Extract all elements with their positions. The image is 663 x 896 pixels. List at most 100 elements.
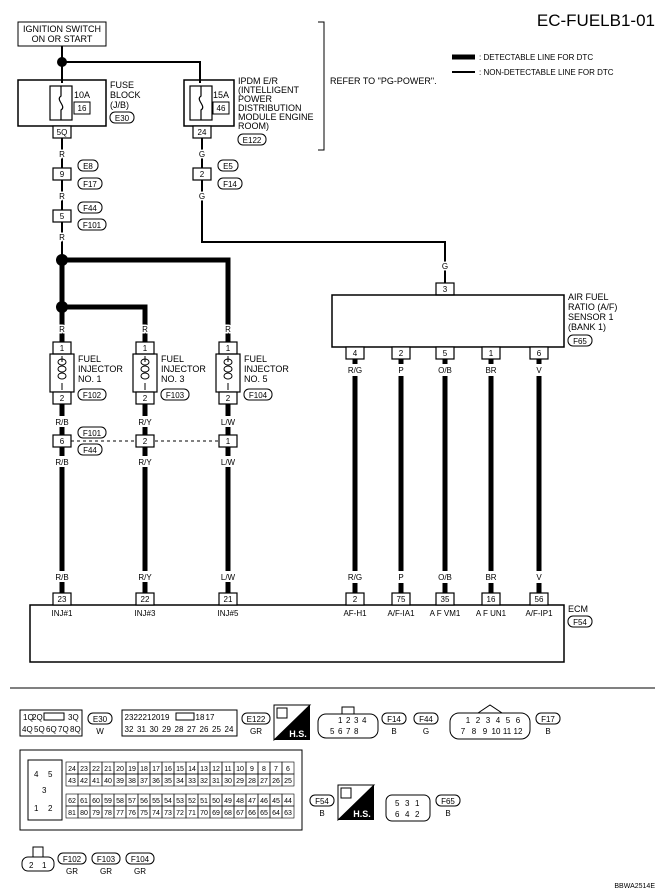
injector-5: 1 2 FUEL INJECTOR NO. 5 F104 — [215, 341, 289, 405]
e122-pin: 28 — [175, 725, 184, 734]
e30-face — [19, 709, 83, 737]
legend-non-detectable: : NON-DETECTABLE LINE FOR DTC — [479, 68, 614, 77]
f54-pin: 67 — [236, 810, 244, 817]
f54-pin: 51 — [200, 798, 208, 805]
inj5-out-label: L/W — [221, 418, 236, 427]
label-bg — [394, 571, 408, 583]
f54-pin: 36 — [152, 778, 160, 785]
e122-pin: 19 — [161, 713, 170, 722]
ecm-terminal-name: INJ#3 — [135, 609, 156, 618]
ipdm-label-4: DISTRIBUTION — [238, 103, 302, 113]
e30-bottom-pin: 7Q — [58, 725, 69, 734]
f54-pin: 15 — [176, 766, 184, 773]
ipdm-fuse-no-box — [212, 101, 230, 115]
e122-pin: 29 — [162, 725, 171, 734]
f65-pin: 2 — [415, 810, 420, 819]
af-wire-label: BR — [485, 366, 496, 375]
e122-pin: 27 — [187, 725, 196, 734]
ipdm-label-5: MODULE ENGINE — [238, 112, 314, 122]
f103-view-badge — [91, 852, 121, 865]
f54-pin: 80 — [80, 810, 88, 817]
f65-pin: 1 — [415, 799, 420, 808]
inj5-name-1: FUEL — [244, 354, 267, 364]
f102-view-badge — [57, 852, 87, 865]
fuse-icon — [58, 86, 64, 120]
label-bg — [344, 364, 366, 376]
ecm-terminal-name: A/F-IA1 — [387, 609, 415, 618]
f17-color: B — [545, 727, 550, 736]
fuse-block-terminal-label: 5Q — [57, 128, 68, 137]
label-bg — [216, 416, 240, 427]
f54-pin: 24 — [68, 766, 76, 773]
af-wire-label: O/B — [438, 573, 452, 582]
inj-view-latch — [32, 846, 44, 858]
refer-bracket — [318, 21, 325, 151]
f54-pin: 69 — [212, 810, 220, 817]
inj1-ecm-label-top: R/B — [55, 458, 68, 467]
f54-pin: 39 — [116, 778, 124, 785]
hs-logo-text: H.S. — [353, 809, 371, 819]
f54-pin: 19 — [128, 766, 136, 773]
e122-pin: 25 — [212, 725, 221, 734]
e30-latch — [43, 712, 65, 721]
ecm-conn: F54 — [573, 618, 587, 627]
hs-logo-text: H.S. — [289, 729, 307, 739]
af-sensor-pins: 4 2 5 1 6 — [345, 346, 549, 360]
e122-pin: 30 — [150, 725, 159, 734]
inj1-name-1: FUEL — [78, 354, 101, 364]
af-sensor-label-4: (BANK 1) — [568, 322, 606, 332]
label-bg — [344, 571, 366, 583]
f54-pin: 22 — [92, 766, 100, 773]
ecm-pin-box — [481, 592, 501, 606]
f54-pin: 16 — [164, 766, 172, 773]
hs-logo-icon — [276, 707, 288, 719]
inj1-pin-top: 1 — [60, 344, 65, 353]
f54-pin: 57 — [128, 798, 136, 805]
f54-pin: 62 — [68, 798, 76, 805]
f54-pin: 17 — [152, 766, 160, 773]
af-sensor-conn-badge — [567, 334, 593, 347]
inj5-ecm-label-bottom: L/W — [221, 573, 236, 582]
f54-pin: 6 — [286, 766, 290, 773]
row-f44: F44 — [83, 446, 97, 455]
f65-color: B — [445, 809, 450, 818]
inj5-pin-bottom: 2 — [226, 394, 231, 403]
e8-joint-pin: 9 — [60, 170, 65, 179]
ecm-terminal-name: A F UN1 — [476, 609, 507, 618]
f54-pin: 65 — [260, 810, 268, 817]
f54-pin: 38 — [128, 778, 136, 785]
e122-pin: 23 — [125, 713, 134, 722]
f54-pin: 40 — [104, 778, 112, 785]
hs-logo-1: H.S. — [273, 704, 312, 742]
f17-id: F17 — [541, 715, 555, 724]
ecm-pin: 75 — [397, 595, 406, 604]
f54-pin: 26 — [272, 778, 280, 785]
f14-pin: 7 — [346, 727, 351, 736]
af-wire-label: V — [536, 573, 542, 582]
f54-pin: 54 — [164, 798, 172, 805]
e122-pin: 26 — [200, 725, 209, 734]
inj-view-pin: 1 — [42, 861, 47, 870]
f54-pin: 31 — [212, 778, 220, 785]
f14-color: B — [391, 727, 396, 736]
hs-logo-dark — [338, 785, 374, 820]
e8-label: E8 — [83, 162, 93, 171]
ipdm-label-1: IPDM E/R — [238, 76, 279, 86]
row-f101: F101 — [83, 429, 102, 438]
inj3-out-label: R/Y — [138, 418, 152, 427]
f54-pin: 12 — [212, 766, 220, 773]
inj1-name-3: NO. 1 — [78, 374, 102, 384]
f54-pin: 50 — [212, 798, 220, 805]
row-joint-2-pin: 2 — [143, 437, 148, 446]
f14-f44-connector-view: 1 2 3 4 5 6 7 8 F14 B F44 G — [317, 706, 439, 739]
f14-label: F14 — [223, 180, 237, 189]
af-wire-label: O/B — [438, 366, 452, 375]
label-bg — [133, 571, 157, 582]
f54-pin: 72 — [176, 810, 184, 817]
ecm-pin-box — [135, 592, 155, 606]
row-joint-3-pin: 1 — [226, 437, 231, 446]
inj1-conn-badge — [77, 388, 107, 401]
fuse-block-label-3: (J/B) — [110, 100, 129, 110]
